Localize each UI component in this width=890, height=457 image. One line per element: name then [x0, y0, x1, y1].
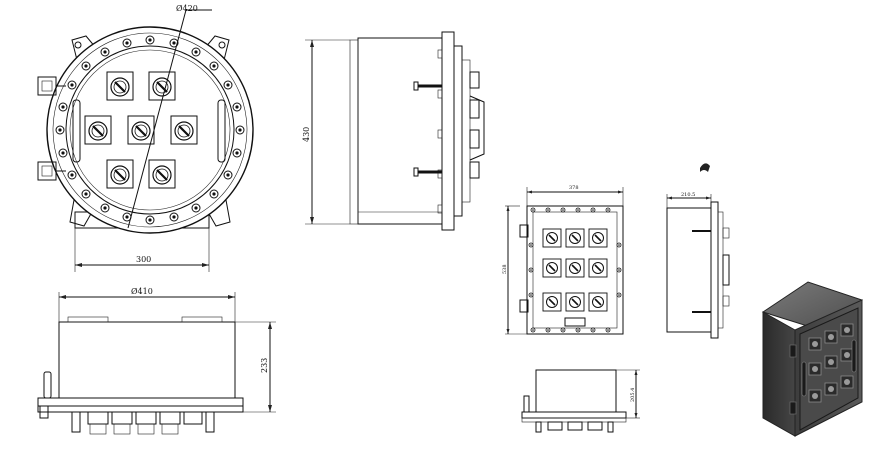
small-rotary-switch-grid — [542, 228, 608, 312]
small-front-height-label: 538 — [502, 264, 508, 274]
section-marker-icon — [700, 163, 710, 172]
front-width-label: 300 — [136, 255, 151, 264]
render-switches — [808, 323, 854, 403]
bottom-diameter-label: Ø410 — [131, 287, 153, 296]
cable-glands — [71, 411, 215, 435]
bottom-view: Ø410 233 — [37, 287, 276, 435]
front-diameter-label: Ø420 — [176, 4, 198, 13]
small-front-width-label: 378 — [569, 185, 579, 191]
side-height-label: 430 — [302, 127, 311, 142]
small-side-view: 210.5 — [666, 163, 730, 339]
bottom-height-label: 233 — [260, 358, 269, 373]
side-view: 430 — [302, 31, 485, 231]
small-bottom-height-label: 205.4 — [630, 388, 636, 402]
small-side-depth-label: 210.5 — [681, 192, 695, 198]
small-bottom-view: 205.4 — [521, 369, 640, 433]
enclosure-3d-render — [761, 281, 864, 437]
front-view: Ø420 300 — [37, 4, 254, 272]
small-front-view: 378 538 — [502, 185, 624, 335]
